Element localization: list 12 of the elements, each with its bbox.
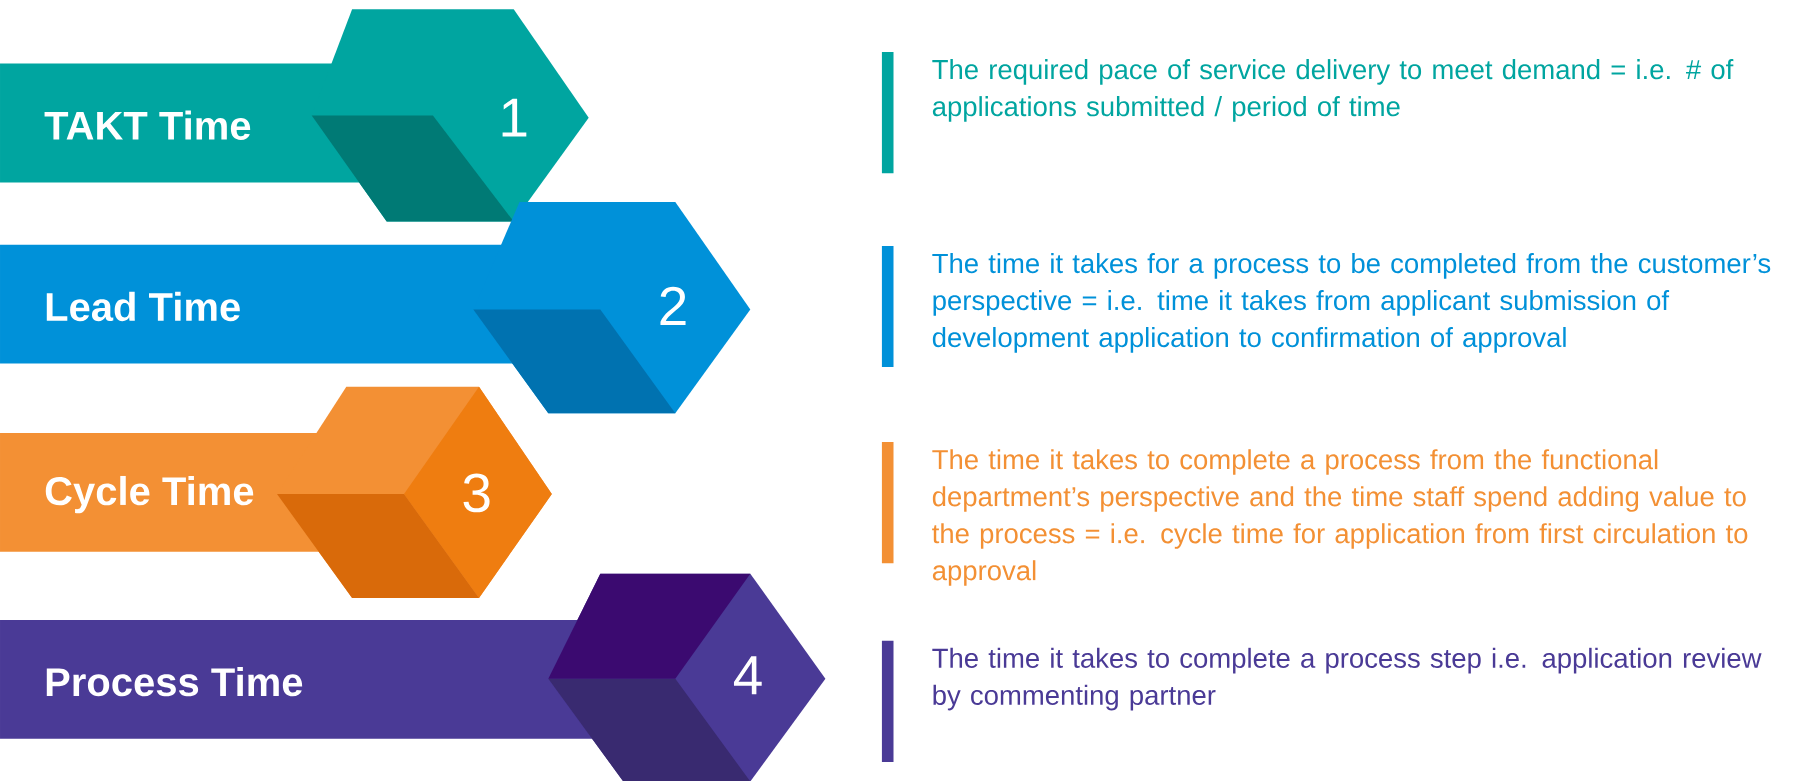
step-number: 1 [502,98,527,137]
description-text: The time it takes to complete a process step i.e. application review by commenting partner [932,647,1762,711]
description-text: The time it takes to complete a process from the functional department’s perspective and the time staff spend adding value to the process = i.e. cycle time for application from first circulation to approval [932,449,1748,586]
description-text: The required pace of service delivery to meet demand = i.e. # of applications submitted / period of time [932,59,1734,122]
step-number: 4 [733,656,762,695]
band-title: Lead Time [46,291,240,322]
band-title: Cycle Time [45,475,254,514]
band-title: TAKT Time [44,110,251,140]
step-number: 3 [463,473,490,513]
description-text: The time it takes for a process to be completed from the customer’s perspective = i.e. time it takes from applicant submission of development application to confirmation of approval [932,253,1771,353]
band-title: Process Time [46,666,303,697]
step-number: 2 [660,286,686,326]
